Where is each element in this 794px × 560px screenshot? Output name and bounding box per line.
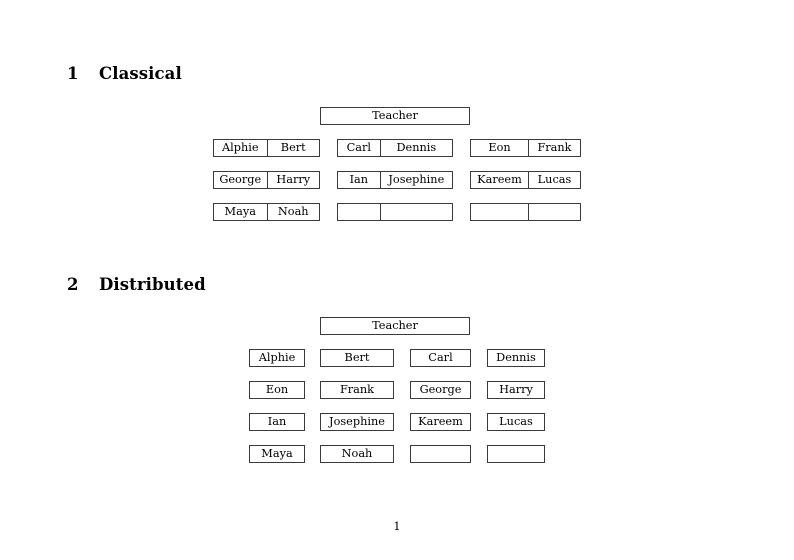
student-cell: Maya xyxy=(224,205,256,218)
student-cell: Bert xyxy=(266,140,320,156)
student-cell-empty xyxy=(471,204,528,220)
student-box-empty xyxy=(487,445,545,463)
student-cell: Ian xyxy=(349,173,369,186)
student-pair-row: Carl Dennis xyxy=(337,139,453,157)
student-cell: Carl xyxy=(346,141,372,154)
section-title: Distributed xyxy=(99,275,206,294)
teacher-box-distributed: Teacher xyxy=(320,317,470,335)
student-cell: George xyxy=(219,173,262,186)
student-cell-empty xyxy=(379,204,452,220)
student-cell: Alphie xyxy=(221,141,259,154)
student-box: Alphie xyxy=(249,349,305,367)
student-cell: Dennis xyxy=(379,140,452,156)
student-box: Lucas xyxy=(487,413,545,431)
student-pair-row: Kareem Lucas xyxy=(470,171,581,189)
student-cell-empty xyxy=(338,204,380,220)
student-cell: Eon xyxy=(488,141,511,154)
student-pair-row: George Harry xyxy=(213,171,320,189)
student-box: Kareem xyxy=(410,413,471,431)
student-pair-row: Ian Josephine xyxy=(337,171,453,189)
student-cell: Noah xyxy=(266,204,320,220)
page-number: 1 xyxy=(393,520,401,533)
student-cell: Kareem xyxy=(477,173,522,186)
student-cell: Lucas xyxy=(528,172,580,188)
student-box: Eon xyxy=(249,381,305,399)
student-box: Frank xyxy=(320,381,394,399)
student-pair-row: Eon Frank xyxy=(470,139,581,157)
section-number: 2 xyxy=(67,275,79,294)
student-box: Maya xyxy=(249,445,305,463)
teacher-box-classical: Teacher xyxy=(320,107,470,125)
student-cell-empty xyxy=(528,204,580,220)
student-pair-row: Maya Noah xyxy=(213,203,320,221)
student-box: Ian xyxy=(249,413,305,431)
student-cell: Frank xyxy=(528,140,580,156)
student-box: Josephine xyxy=(320,413,394,431)
student-cell: Harry xyxy=(266,172,320,188)
student-box: Bert xyxy=(320,349,394,367)
student-box: Carl xyxy=(410,349,471,367)
section-heading-distributed: 2 Distributed xyxy=(67,275,206,294)
student-box: Noah xyxy=(320,445,394,463)
student-box: Harry xyxy=(487,381,545,399)
student-pair-row-empty xyxy=(470,203,581,221)
section-heading-classical: 1 Classical xyxy=(67,64,182,83)
section-number: 1 xyxy=(67,64,79,83)
student-box-empty xyxy=(410,445,471,463)
student-box: George xyxy=(410,381,471,399)
student-cell: Josephine xyxy=(379,172,452,188)
student-pair-row-empty xyxy=(337,203,453,221)
section-title: Classical xyxy=(99,64,182,83)
student-box: Dennis xyxy=(487,349,545,367)
student-pair-row: Alphie Bert xyxy=(213,139,320,157)
